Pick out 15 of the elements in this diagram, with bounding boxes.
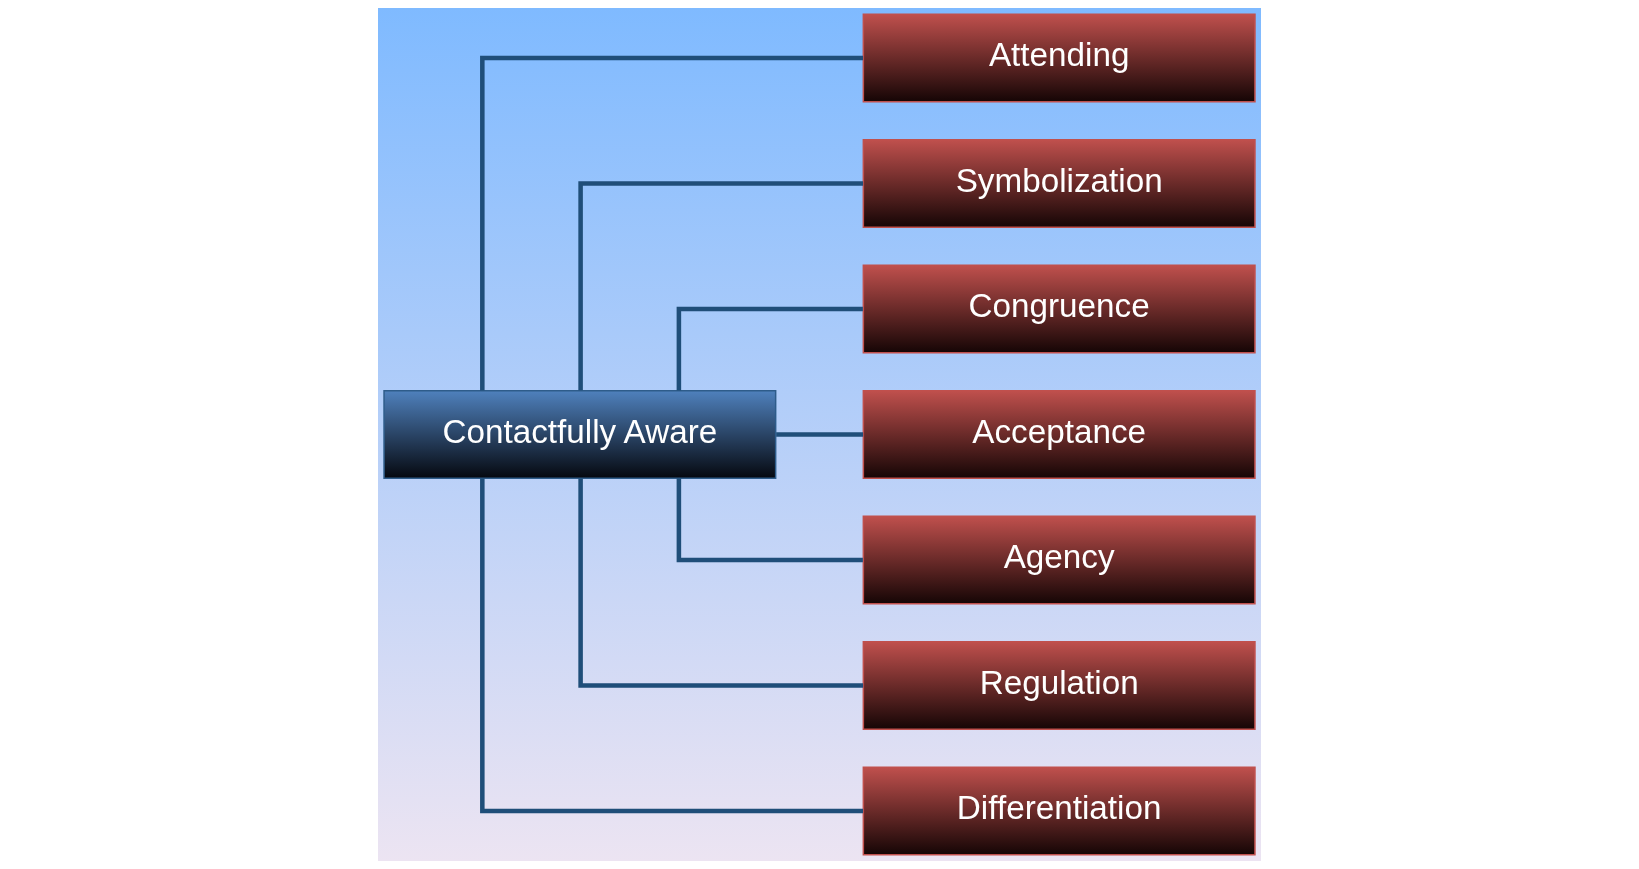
connector xyxy=(676,306,863,391)
node-box: Symbolization xyxy=(862,138,1256,229)
connector xyxy=(480,478,864,814)
node-box: Regulation xyxy=(862,640,1256,731)
connector xyxy=(676,478,863,563)
connector xyxy=(578,181,864,391)
node-box: Attending xyxy=(862,13,1256,103)
connector xyxy=(776,432,864,437)
connector xyxy=(578,478,864,688)
node-box: Acceptance xyxy=(862,389,1256,480)
connector xyxy=(480,55,864,391)
node-box: Differentiation xyxy=(862,766,1256,856)
node-box: Congruence xyxy=(862,264,1256,354)
node-box: Agency xyxy=(862,515,1256,605)
node-box: Contactfully Aware xyxy=(383,389,777,480)
